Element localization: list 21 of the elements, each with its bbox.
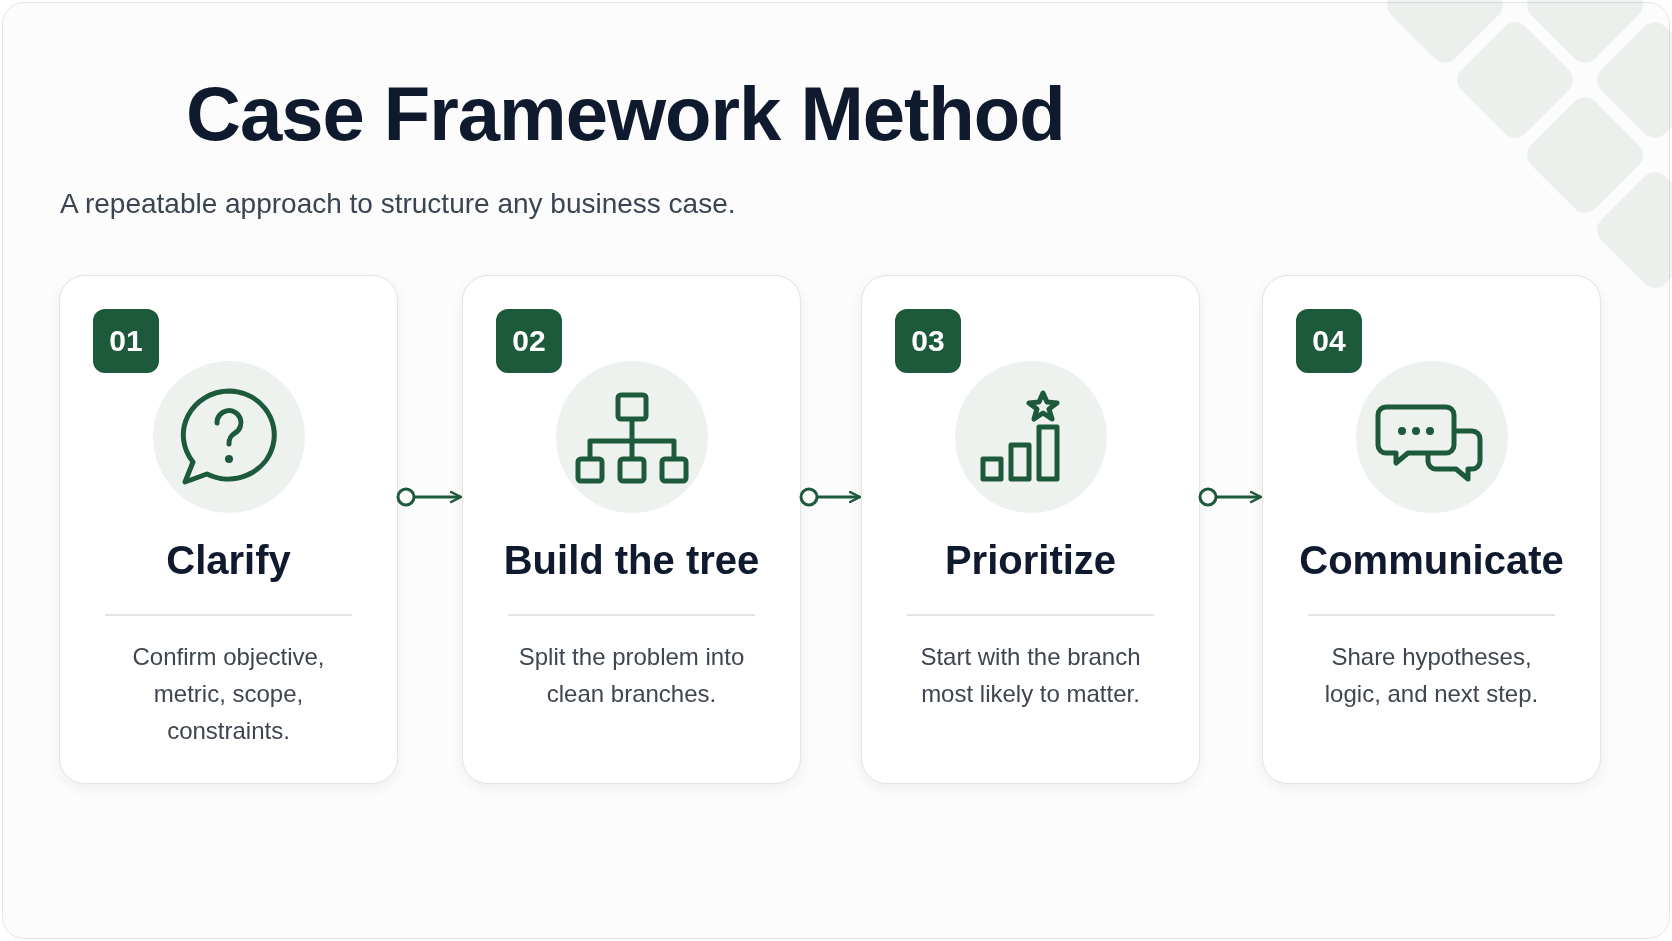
arrow [799,487,862,507]
arrow [1198,487,1263,507]
step-description: Share hypotheses, logic, and next step. [1323,642,1540,709]
step-title: Prioritize [943,538,1118,583]
step-card [1262,275,1601,784]
step-description: Start with the branch most likely to matter. [919,642,1142,709]
arrow [396,487,463,507]
step-card [861,275,1200,784]
step-number-badge: 02 [496,309,562,373]
step-title: Communicate [1298,538,1565,583]
step-number-badge: 04 [1296,309,1362,373]
step-card [462,275,801,784]
step-description: Split the problem into clean branches. [517,642,746,709]
step-number-badge: 01 [93,309,159,373]
step-description: Confirm objective, metric, scope, constraints. [131,642,326,746]
step-title: Clarify [165,538,292,583]
step-card [59,275,398,784]
step-title: Build the tree [502,538,761,583]
page-title: Case Framework Method [186,70,1065,157]
subtitle: A repeatable approach to structure any business case. [60,188,736,220]
step-number-badge: 03 [895,309,961,373]
